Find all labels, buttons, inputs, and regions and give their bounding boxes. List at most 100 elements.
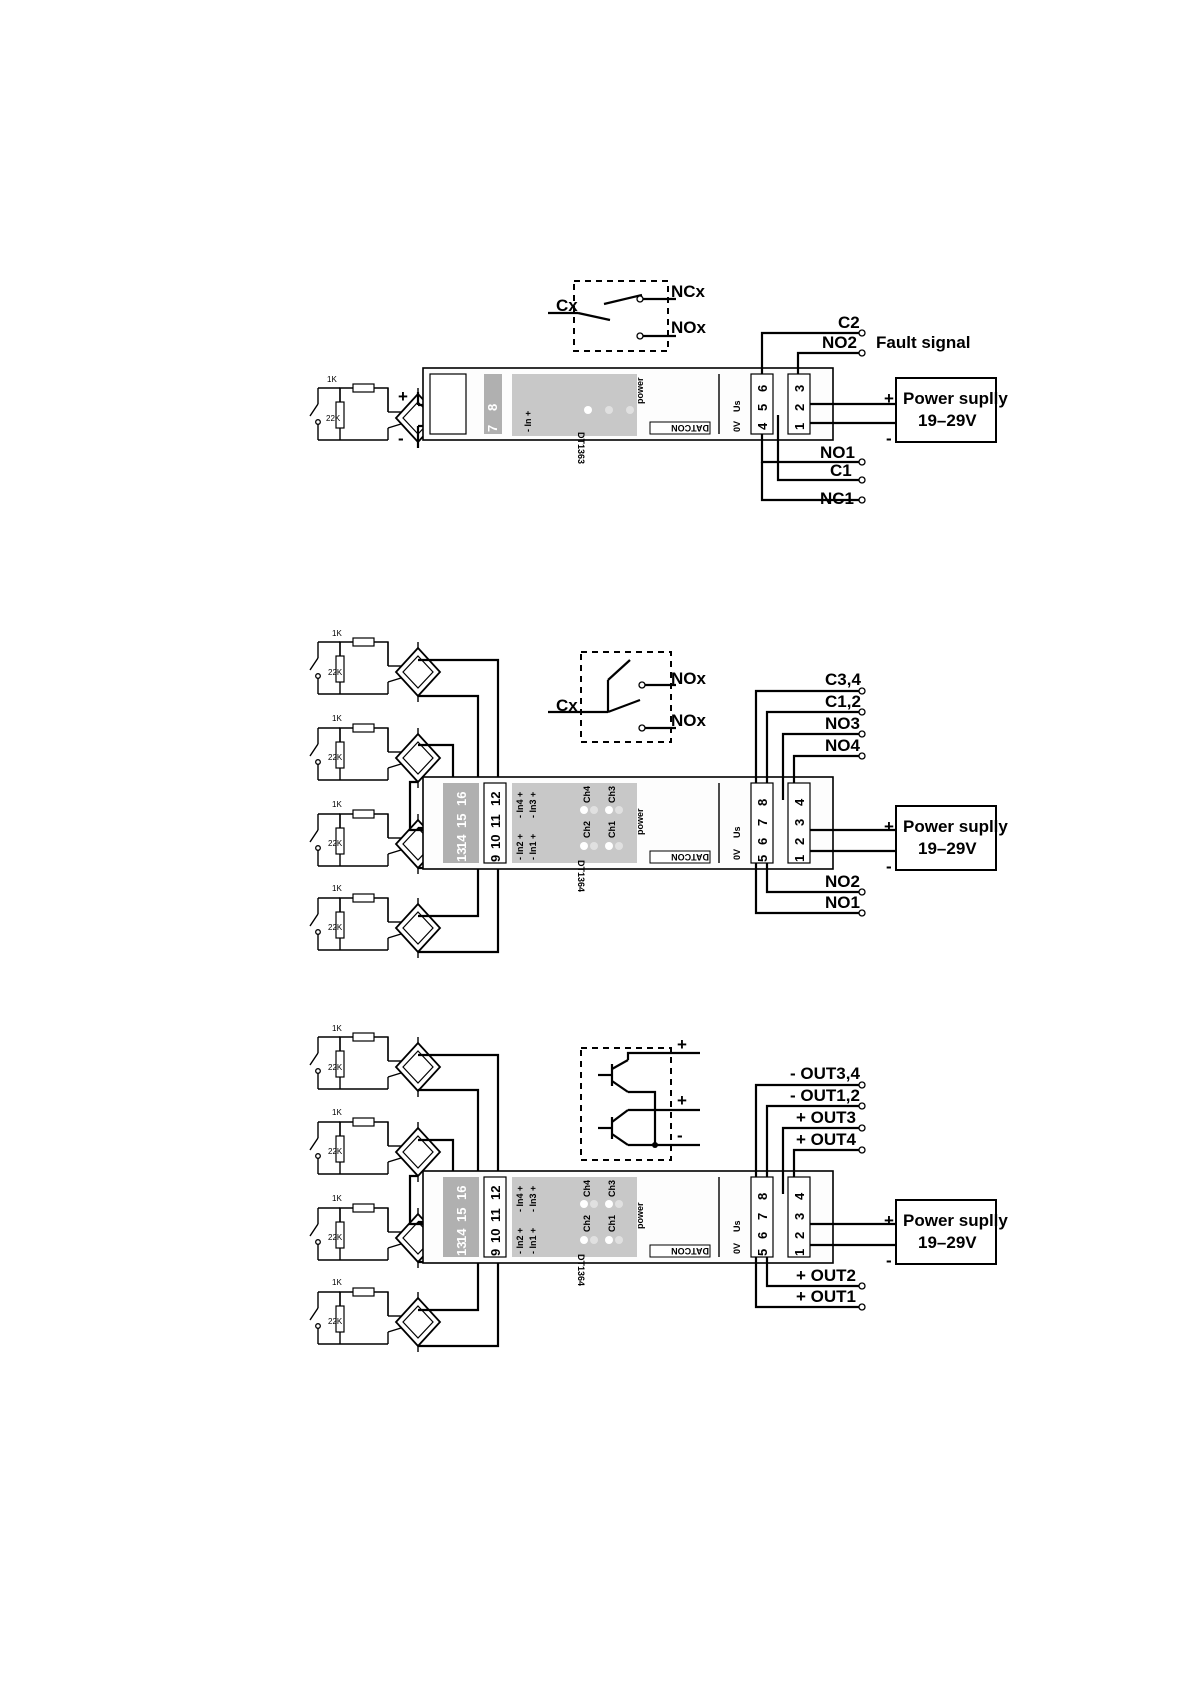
svg-text:- OUT1,2: - OUT1,2	[790, 1086, 860, 1105]
svg-text:- In4 +: - In4 +	[515, 792, 525, 818]
svg-text:4: 4	[755, 422, 770, 430]
svg-text:5: 5	[755, 1249, 770, 1256]
svg-text:DATCON: DATCON	[671, 852, 709, 862]
svg-text:5: 5	[755, 855, 770, 862]
svg-text:Ch2: Ch2	[582, 1215, 592, 1232]
svg-text:3: 3	[792, 819, 807, 826]
svg-text:2: 2	[792, 1232, 807, 1239]
svg-text:Ch2: Ch2	[582, 821, 592, 838]
diagram-dt1363: Cx NCx NOx 1K 22K + - 8 7 - In + DT1363 …	[309, 280, 1008, 508]
svg-text:7: 7	[755, 819, 770, 826]
svg-text:+: +	[884, 817, 894, 836]
power-supply-1	[895, 377, 997, 443]
svg-text:-: -	[886, 429, 892, 448]
svg-text:22K: 22K	[328, 1147, 343, 1156]
svg-text:1: 1	[792, 855, 807, 862]
svg-text:12: 12	[488, 792, 503, 806]
svg-text:22K: 22K	[328, 839, 343, 848]
svg-text:7: 7	[485, 425, 500, 432]
svg-text:-: -	[886, 857, 892, 876]
svg-text:11: 11	[488, 814, 503, 828]
svg-text:8: 8	[755, 799, 770, 806]
svg-text:1K: 1K	[332, 1194, 342, 1203]
svg-text:Us: Us	[732, 400, 742, 412]
svg-text:- In1 +: - In1 +	[528, 1228, 538, 1254]
svg-text:+: +	[677, 1091, 687, 1110]
sensor-plus: +	[398, 387, 408, 406]
svg-text:NO2: NO2	[825, 872, 860, 891]
svg-text:6: 6	[755, 385, 770, 392]
svg-text:15: 15	[454, 1208, 469, 1222]
svg-text:22K: 22K	[328, 753, 343, 762]
svg-text:Ch4: Ch4	[582, 786, 592, 803]
svg-text:NOx: NOx	[671, 669, 707, 688]
svg-text:NO1: NO1	[820, 443, 855, 462]
svg-text:10: 10	[488, 835, 503, 849]
svg-text:22K: 22K	[328, 1317, 343, 1326]
fault-signal-label: Fault signal	[876, 333, 970, 352]
svg-text:NC1: NC1	[820, 489, 854, 508]
svg-text:C2: C2	[838, 313, 860, 332]
svg-text:- In3 +: - In3 +	[528, 792, 538, 818]
svg-text:+: +	[677, 1035, 687, 1054]
sensor-minus: -	[398, 429, 404, 448]
svg-text:NOx: NOx	[671, 711, 707, 730]
svg-text:1K: 1K	[332, 1108, 342, 1117]
svg-text:Ch3: Ch3	[607, 786, 617, 803]
svg-text:22K: 22K	[328, 1233, 343, 1242]
nox-label: NOx	[671, 318, 707, 337]
svg-text:9: 9	[488, 855, 503, 862]
svg-text:9: 9	[488, 1249, 503, 1256]
svg-text:- In2 +: - In2 +	[515, 1228, 525, 1254]
svg-text:NO1: NO1	[825, 893, 860, 912]
transistor-box	[580, 1047, 672, 1161]
svg-text:22K: 22K	[328, 668, 343, 677]
svg-text:1K: 1K	[332, 1024, 342, 1033]
svg-text:8: 8	[755, 1193, 770, 1200]
svg-text:22K: 22K	[328, 923, 343, 932]
svg-text:- In1 +: - In1 +	[528, 834, 538, 860]
svg-text:5: 5	[755, 404, 770, 411]
svg-text:C1: C1	[830, 461, 852, 480]
svg-text:1: 1	[792, 1249, 807, 1256]
svg-text:+ OUT1: + OUT1	[796, 1287, 856, 1306]
diagram-dt1364-relay: Cx NOx NOx 1K 22K 1K 22K 1K 22K 1K 22K	[309, 629, 1008, 959]
svg-text:+: +	[884, 1211, 894, 1230]
power-supply-2	[895, 805, 997, 871]
svg-text:+ OUT2: + OUT2	[796, 1266, 856, 1285]
svg-text:DT1364: DT1364	[576, 1254, 586, 1286]
svg-text:0V: 0V	[732, 421, 742, 432]
brand-1: DATCON	[671, 423, 709, 433]
svg-text:1K: 1K	[332, 884, 342, 893]
svg-text:- In2 +: - In2 +	[515, 834, 525, 860]
ncx-label: NCx	[671, 282, 706, 301]
svg-text:6: 6	[755, 1232, 770, 1239]
svg-text:19–29V: 19–29V	[918, 411, 977, 430]
svg-text:Cx: Cx	[556, 696, 578, 715]
svg-text:+ OUT3: + OUT3	[796, 1108, 856, 1127]
svg-text:Ch3: Ch3	[607, 1180, 617, 1197]
svg-text:13: 13	[454, 1242, 469, 1256]
svg-text:1K: 1K	[332, 629, 342, 638]
svg-text:- In4 +: - In4 +	[515, 1186, 525, 1212]
contact-box-2	[580, 651, 672, 743]
svg-text:3: 3	[792, 1213, 807, 1220]
svg-text:power: power	[635, 1202, 645, 1229]
svg-text:+ OUT4: + OUT4	[796, 1130, 857, 1149]
power-label-1: power	[635, 377, 645, 404]
svg-text:13: 13	[454, 848, 469, 862]
svg-text:Power suplly: Power suplly	[903, 1211, 1008, 1230]
power-supply-3	[895, 1199, 997, 1265]
svg-text:Ch1: Ch1	[607, 1215, 617, 1232]
svg-text:7: 7	[755, 1213, 770, 1220]
svg-text:Ch4: Ch4	[582, 1180, 592, 1197]
svg-text:14: 14	[454, 1228, 469, 1243]
svg-text:10: 10	[488, 1229, 503, 1243]
svg-text:0V: 0V	[732, 849, 742, 860]
svg-text:Power suplly: Power suplly	[903, 389, 1008, 408]
svg-text:NO2: NO2	[822, 333, 857, 352]
svg-text:Power suplly: Power suplly	[903, 817, 1008, 836]
svg-text:3: 3	[792, 385, 807, 392]
svg-text:DT1364: DT1364	[576, 860, 586, 892]
